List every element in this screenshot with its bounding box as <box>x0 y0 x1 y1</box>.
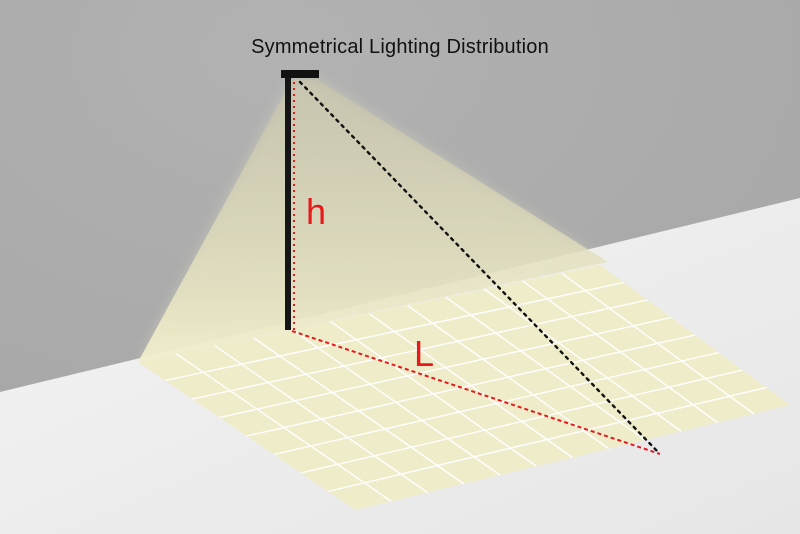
floor-grid <box>138 265 790 510</box>
grid-line-long <box>246 334 696 437</box>
length-dimension-line <box>291 330 661 455</box>
light-cone <box>138 80 608 362</box>
pole <box>285 78 291 330</box>
grid-line-long <box>273 351 719 456</box>
length-label: L <box>414 333 435 374</box>
grid-line-long <box>192 299 648 400</box>
height-label: h <box>306 191 327 232</box>
diagram-title: Symmetrical Lighting Distribution <box>251 36 549 58</box>
floor-grid-lines <box>164 272 767 502</box>
grid-line-long <box>164 281 624 382</box>
grid-line-long <box>300 369 743 474</box>
luminaire <box>281 70 319 78</box>
grid-line-long <box>327 386 767 493</box>
grid-line-long <box>219 316 672 419</box>
sightline <box>298 80 660 454</box>
